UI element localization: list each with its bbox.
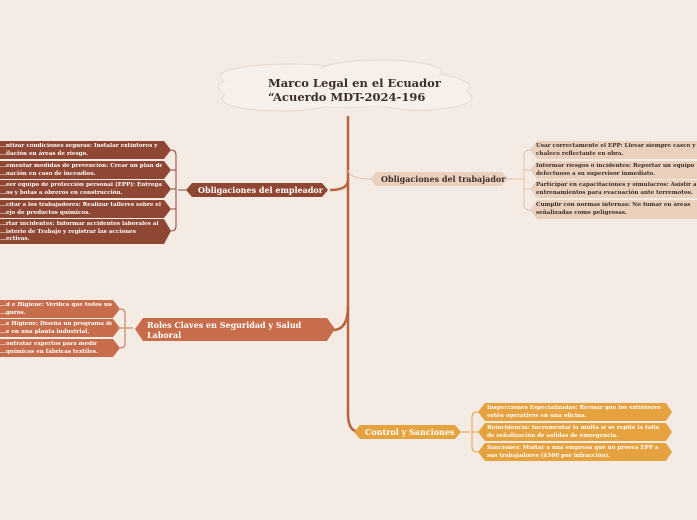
roles-item-2-line-1: ...e Higiene: Diseña un programa de xyxy=(0,321,112,327)
control-sanctions-node[interactable]: Control y Sanciones xyxy=(365,427,454,437)
roles-sub-shapes xyxy=(0,300,120,357)
roles-node-shape[interactable] xyxy=(135,318,335,341)
roles-item-2[interactable]: ...e Higiene: Diseña un programa de ...e… xyxy=(0,321,112,336)
worker-item-2-line-2: defectuoso a su supervisor inmediato. xyxy=(536,170,656,177)
employer-item-5-line-3: ...ectivas. xyxy=(0,236,30,243)
worker-item-4-line-2: señalizadas como peligrosas. xyxy=(536,209,627,216)
roles-item-1-line-1: ...d e Higiene: Verifica que todos usen xyxy=(0,302,112,308)
worker-connector xyxy=(347,169,371,180)
worker-obligations-node[interactable]: Obligaciones del trabajador xyxy=(381,174,505,184)
worker-node-shape[interactable] xyxy=(370,172,508,186)
employer-item-5[interactable]: ...rtar incidentes: Informar accidentes … xyxy=(0,221,162,244)
employer-obligations-node[interactable]: Obligaciones del empleador xyxy=(198,185,323,195)
worker-item-1-line-2: chaleco reflectante en obra. xyxy=(536,150,624,157)
employer-sub-shapes xyxy=(0,141,171,244)
employer-item-3-line-1: ...eer equipo de protección personal (EP… xyxy=(0,182,162,188)
key-roles-node[interactable]: Roles Claves en Seguridad y Salud Labora… xyxy=(147,320,301,340)
key-roles-label-line-2: Laboral xyxy=(147,330,182,340)
title-line-2: “Acuerdo MDT-2024-196 xyxy=(268,90,426,104)
control-item-3[interactable]: Sanciones: Multar a una empresa que no p… xyxy=(487,445,667,460)
worker-item-3-line-1: Participar en capacitaciones y simulacro… xyxy=(536,182,696,188)
control-sub-shapes xyxy=(478,403,672,461)
control-item-1[interactable]: Inspecciones Especializadas: Revisar que… xyxy=(487,405,667,420)
employer-item-4[interactable]: ...citar a los trabajadores: Realizar ta… xyxy=(0,202,162,217)
worker-item-4-line-1: Cumplir con normas internas: No fumar en… xyxy=(536,202,691,208)
roles-item-1-line-2: ...guros. xyxy=(0,309,26,316)
worker-item-1-line-1: Usar correctamente el EPP: Llevar siempr… xyxy=(536,143,696,149)
central-topic-title[interactable]: Marco Legal en el Ecuador “Acuerdo MDT-2… xyxy=(268,76,468,104)
control-sanctions-label: Control y Sanciones xyxy=(365,427,455,437)
control-item-2[interactable]: Reincidencia: Incrementar la multa si se… xyxy=(487,425,667,440)
key-roles-label-line-1: Roles Claves en Seguridad y Salud xyxy=(147,320,302,330)
worker-sub-shapes xyxy=(530,141,697,219)
worker-item-3[interactable]: Participar en capacitaciones y simulacro… xyxy=(536,182,696,197)
employer-item-3[interactable]: ...eer equipo de protección personal (EP… xyxy=(0,182,162,197)
control-item-3-line-2: sus trabajadores ($500 por infracción). xyxy=(487,452,611,459)
roles-item-2-line-2: ...e en una planta industrial. xyxy=(0,328,90,335)
control-item-2-line-1: Reincidencia: Incrementar la multa si se… xyxy=(487,425,660,431)
roles-item-1[interactable]: ...d e Higiene: Verifica que todos usen … xyxy=(0,302,112,317)
employer-item-1-line-1: ...ntizar condiciones seguras: Instalar … xyxy=(0,143,158,149)
employer-item-2-line-1: ...ementar medidas de prevención: Crear … xyxy=(0,163,162,169)
branch-connectors xyxy=(329,116,361,434)
worker-item-4[interactable]: Cumplir con normas internas: No fumar en… xyxy=(536,202,696,217)
worker-item-3-line-2: entrenamientos para evacuación ante terr… xyxy=(536,189,693,196)
title-line-1: Marco Legal en el Ecuador xyxy=(268,76,441,90)
employer-item-4-line-1: ...citar a los trabajadores: Realizar ta… xyxy=(0,202,161,208)
control-item-2-line-2: de señalización de salidas de emergencia… xyxy=(487,432,619,439)
employer-item-1-line-2: ...ilación en áreas de riesgo. xyxy=(0,150,89,157)
employer-item-2[interactable]: ...ementar medidas de prevención: Crear … xyxy=(0,163,162,178)
worker-item-2[interactable]: Informar riesgos o incidentes: Reportar … xyxy=(536,163,696,178)
roles-item-3[interactable]: ...ontratar expertos para medir ...quími… xyxy=(0,341,112,356)
employer-item-1[interactable]: ...ntizar condiciones seguras: Instalar … xyxy=(0,143,162,158)
employer-bracket xyxy=(170,149,186,232)
control-node-shape[interactable] xyxy=(354,425,461,439)
central-topic-cloud[interactable] xyxy=(217,59,473,112)
control-bracket xyxy=(461,411,479,453)
roles-item-3-line-2: ...químicos en fábricas textiles. xyxy=(0,348,98,355)
employer-item-5-line-1: ...rtar incidentes: Informar accidentes … xyxy=(0,221,159,227)
employer-node-shape[interactable] xyxy=(186,183,328,197)
worker-item-2-line-1: Informar riesgos o incidentes: Reportar … xyxy=(536,163,695,169)
employer-item-2-line-2: ...uación en caso de incendios. xyxy=(0,170,96,177)
employer-item-5-line-2: ...isterio de Trabajo y registrar las ac… xyxy=(0,228,136,235)
worker-obligations-label: Obligaciones del trabajador xyxy=(381,174,506,184)
control-item-3-line-1: Sanciones: Multar a una empresa que no p… xyxy=(487,445,659,451)
roles-bracket xyxy=(119,308,133,349)
employer-item-3-line-2: ...os y botas a obreros en construcción. xyxy=(0,189,123,196)
control-item-1-line-1: Inspecciones Especializadas: Revisar que… xyxy=(487,405,661,411)
employer-item-4-line-2: ...ejo de productos químicos. xyxy=(0,209,91,216)
worker-item-1[interactable]: Usar correctamente el EPP: Llevar siempr… xyxy=(536,143,696,158)
roles-item-3-line-1: ...ontratar expertos para medir xyxy=(0,341,98,347)
employer-obligations-label: Obligaciones del empleador xyxy=(198,185,323,195)
control-item-1-line-2: estén operativos en una oficina. xyxy=(487,412,587,419)
